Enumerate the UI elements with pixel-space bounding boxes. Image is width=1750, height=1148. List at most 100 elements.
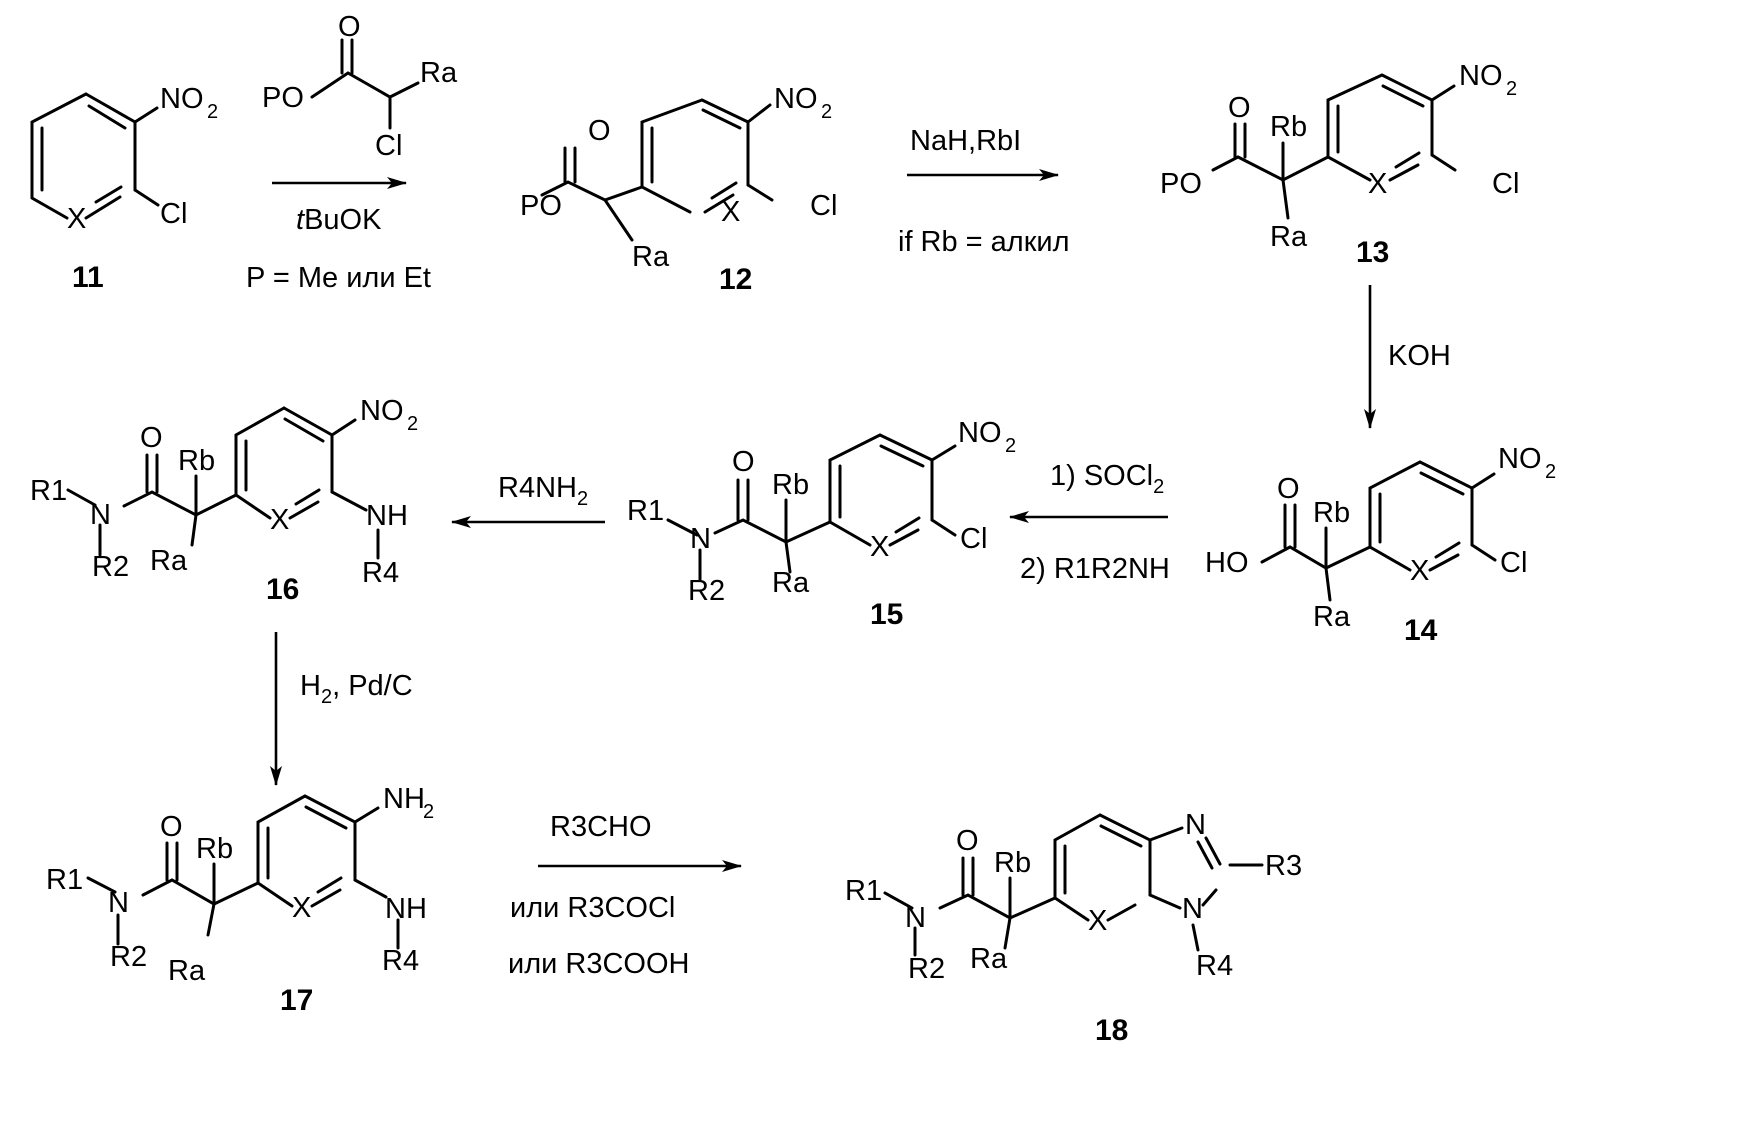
- reagent-nah-rbi: NaH,RbI: [910, 125, 1021, 157]
- r3-label: R3: [1265, 850, 1302, 882]
- compound-14: O HO Rb Ra NO 2 Cl X 14: [1205, 443, 1556, 647]
- svg-text:1) SOCl2: 1) SOCl2: [1050, 460, 1164, 498]
- chloro-label: Cl: [160, 198, 187, 230]
- reagent-aldehyde: R3CHO: [550, 811, 652, 843]
- compound-11-number: 11: [72, 261, 104, 294]
- nitro-label: NO: [958, 417, 1002, 449]
- ring-x-label: X: [1088, 905, 1107, 937]
- reagent-acyl-chloride: или R3COCl: [510, 892, 675, 924]
- carbonyl-o-label: O: [160, 811, 183, 843]
- ester-po-label: PO: [1160, 168, 1202, 200]
- r4-label: R4: [382, 945, 419, 977]
- nitro-label: NO: [1459, 60, 1503, 92]
- reagent-condition-note: if Rb = алкил: [898, 226, 1070, 258]
- rb-label: Rb: [178, 445, 215, 477]
- nitro-subscript: 2: [207, 101, 218, 123]
- carbonyl-o-label: O: [732, 446, 755, 478]
- ra-label: Ra: [772, 567, 810, 599]
- rb-label: Rb: [196, 833, 233, 865]
- cl-label: Cl: [375, 130, 402, 162]
- reagent-koh: KOH: [1388, 340, 1451, 372]
- compound-11: NO 2 Cl X 11: [32, 83, 218, 294]
- nitro-label: NO: [774, 83, 818, 115]
- protecting-group-note: P = Me или Et: [246, 262, 431, 294]
- compound-15: O N R1 R2 Rb Ra NO 2 Cl X 15: [627, 417, 1016, 631]
- reagent-amine: 2) R1R2NH: [1020, 553, 1170, 585]
- r4-label: R4: [1196, 950, 1233, 982]
- amide-n-label: N: [690, 523, 711, 555]
- rb-label: Rb: [772, 469, 809, 501]
- r1-label: R1: [845, 875, 882, 907]
- ra-label: Ra: [970, 943, 1008, 975]
- rb-label: Rb: [994, 847, 1031, 879]
- ring-x-label: X: [270, 504, 289, 536]
- chloroester-reagent: O PO Ra Cl: [262, 11, 458, 162]
- reagent-h: H: [300, 670, 321, 702]
- carbonyl-o-label: O: [338, 11, 361, 43]
- ring-x-label: X: [870, 531, 889, 563]
- nitro-label: NO: [160, 83, 204, 115]
- rb-label: Rb: [1313, 497, 1350, 529]
- compound-17-number: 17: [280, 984, 313, 1017]
- r1-label: R1: [30, 475, 67, 507]
- nitro-label: NO: [360, 395, 404, 427]
- step-2-arrow: NaH,RbI if Rb = алкил: [898, 125, 1070, 258]
- carbonyl-o-label: O: [956, 825, 979, 857]
- chloro-label: Cl: [810, 190, 837, 222]
- nitro-subscript: 2: [821, 101, 832, 123]
- r1-label: R1: [46, 864, 83, 896]
- ester-po-label: PO: [262, 82, 304, 114]
- carbonyl-o-label: O: [1228, 92, 1251, 124]
- ra-label: Ra: [150, 545, 188, 577]
- r4-label: R4: [362, 557, 399, 589]
- ring-x-label: X: [1368, 168, 1387, 200]
- carbonyl-o-label: O: [140, 422, 163, 454]
- r2-label: R2: [908, 953, 945, 985]
- step-3-arrow: KOH: [1370, 285, 1451, 428]
- reagent-socl-subscript: 2: [1153, 476, 1164, 498]
- ra-label: Ra: [420, 57, 458, 89]
- rb-label: Rb: [1270, 111, 1307, 143]
- compound-16: O N R1 R2 Rb Ra NO 2 NH R4 X 16: [30, 395, 418, 606]
- carbonyl-o-label: O: [1277, 473, 1300, 505]
- amide-n-label: N: [108, 887, 129, 919]
- amine-nh-label: NH: [366, 500, 408, 532]
- reagent-pdc: , Pd/C: [332, 670, 413, 702]
- amine-nh-label: NH: [385, 893, 427, 925]
- ring-x-label: X: [292, 892, 311, 924]
- ra-label: Ra: [632, 241, 670, 273]
- compound-13-number: 13: [1356, 236, 1389, 269]
- compound-12: O PO Ra NO 2 Cl X 12: [520, 83, 837, 296]
- acid-ho-label: HO: [1205, 547, 1249, 579]
- chloro-label: Cl: [960, 523, 987, 555]
- compound-14-number: 14: [1404, 614, 1438, 647]
- r2-label: R2: [688, 575, 725, 607]
- ra-label: Ra: [168, 955, 206, 987]
- imidazole-n-label: N: [1185, 809, 1206, 841]
- svg-text:R4NH2: R4NH2: [498, 472, 588, 510]
- ring-x-label: X: [721, 196, 740, 228]
- r2-label: R2: [110, 941, 147, 973]
- ra-label: Ra: [1270, 221, 1308, 253]
- reagent-buok: BuOK: [304, 204, 382, 236]
- reagent-r4nh: R4NH: [498, 472, 577, 504]
- compound-18: O N R1 R2 Rb Ra N N R3 R4 X 18: [845, 809, 1302, 1047]
- compound-12-number: 12: [719, 263, 752, 296]
- imidazole-n-substituted-label: N: [1182, 893, 1203, 925]
- chloro-label: Cl: [1492, 168, 1519, 200]
- r2-label: R2: [92, 551, 129, 583]
- ring-x-label: X: [67, 203, 86, 235]
- nitro-label: NO: [1498, 443, 1542, 475]
- ring-x-label: X: [1410, 555, 1429, 587]
- compound-15-number: 15: [870, 598, 903, 631]
- amino-nh2-label: NH: [383, 783, 425, 815]
- amino-subscript: 2: [423, 801, 434, 823]
- ester-po-label: PO: [520, 190, 562, 222]
- nitro-subscript: 2: [1506, 78, 1517, 100]
- step-7-arrow: R3CHO или R3COCl или R3COOH: [508, 811, 741, 980]
- r1-label: R1: [627, 495, 664, 527]
- amide-n-label: N: [90, 499, 111, 531]
- amide-n-label: N: [905, 902, 926, 934]
- compound-17: O N R1 R2 Rb Ra NH 2 NH R4 X 17: [46, 783, 434, 1017]
